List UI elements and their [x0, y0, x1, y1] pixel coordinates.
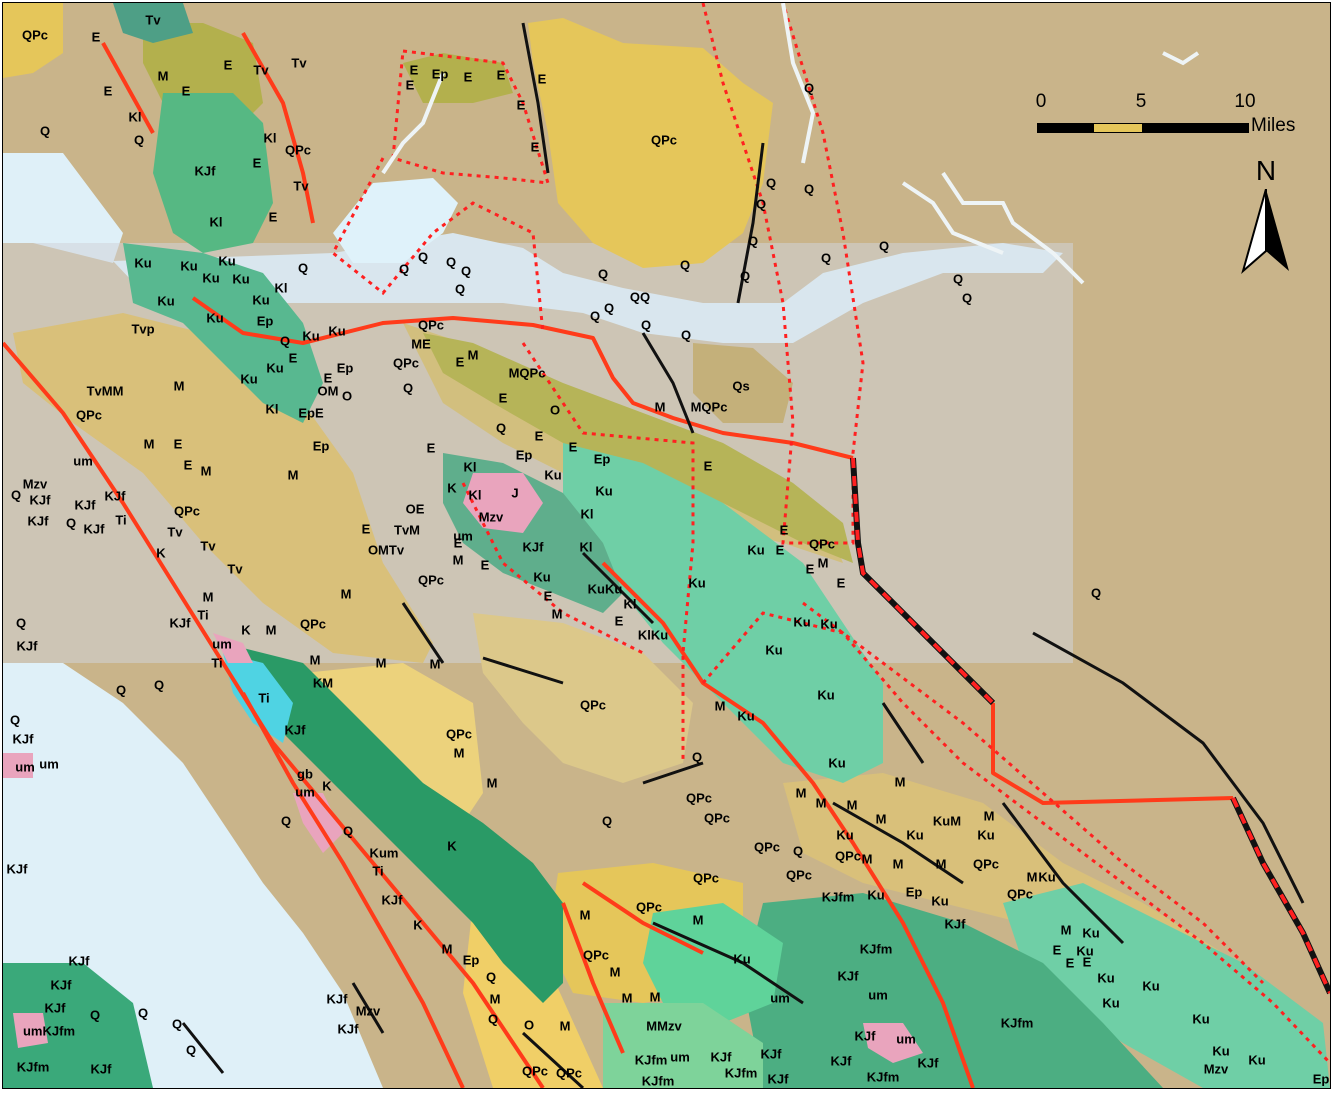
unit-um-4	[863, 1023, 923, 1063]
dotted-boundaries	[331, 3, 1330, 1065]
unit-um-6	[3, 753, 33, 778]
unit-Ku-large	[563, 443, 883, 783]
scale-tick-5: 5	[1135, 91, 1147, 112]
unit-Kl-north	[153, 93, 273, 253]
unit-Qs	[693, 343, 793, 423]
fault-dashed-east	[850, 457, 1330, 995]
scale-segment-2	[1093, 123, 1143, 133]
unit-QPc-central-ridge	[473, 613, 693, 783]
unit-Tv-north	[113, 3, 193, 43]
scale-tick-0: 0	[1035, 91, 1047, 112]
scale-tick-10: 10	[1234, 91, 1256, 112]
unit-K-large	[223, 643, 563, 1003]
north-arrow-icon	[1241, 189, 1289, 274]
fault-lines-red	[3, 32, 1234, 1088]
unit-QPc-north	[528, 18, 773, 268]
bay-water	[3, 153, 123, 263]
scale-segment-1	[1037, 123, 1093, 133]
bay-upper	[333, 178, 458, 263]
unit-KJf-south	[603, 1003, 763, 1088]
unit-QPc-central	[303, 663, 483, 823]
north-letter: N	[1255, 155, 1277, 186]
unit-KJf-southeast	[743, 893, 1163, 1088]
unit-Ti	[223, 653, 293, 743]
unit-um-2	[213, 633, 253, 663]
unit-Ku-northwest	[123, 243, 323, 423]
unit-um-1	[463, 473, 543, 533]
unit-KJf-southwest	[3, 963, 153, 1088]
unit-E-topcenter	[403, 53, 513, 103]
unit-um-5	[13, 1013, 48, 1048]
unit-E-band	[423, 333, 853, 563]
scale-units: Miles	[1251, 115, 1296, 136]
unit-M-west	[13, 313, 433, 663]
fault-lines-black	[181, 22, 1305, 1088]
scale-segment-3	[1143, 123, 1249, 133]
strait-water	[113, 233, 1063, 343]
scale-bar: 0 5 10 Miles	[1033, 91, 1313, 141]
rivers	[381, 3, 1200, 285]
unit-QPc-nw	[3, 3, 63, 78]
unit-Ku-southeast	[1003, 883, 1330, 1088]
map-base-layers	[3, 3, 1330, 1088]
north-arrow: N	[1241, 155, 1291, 275]
